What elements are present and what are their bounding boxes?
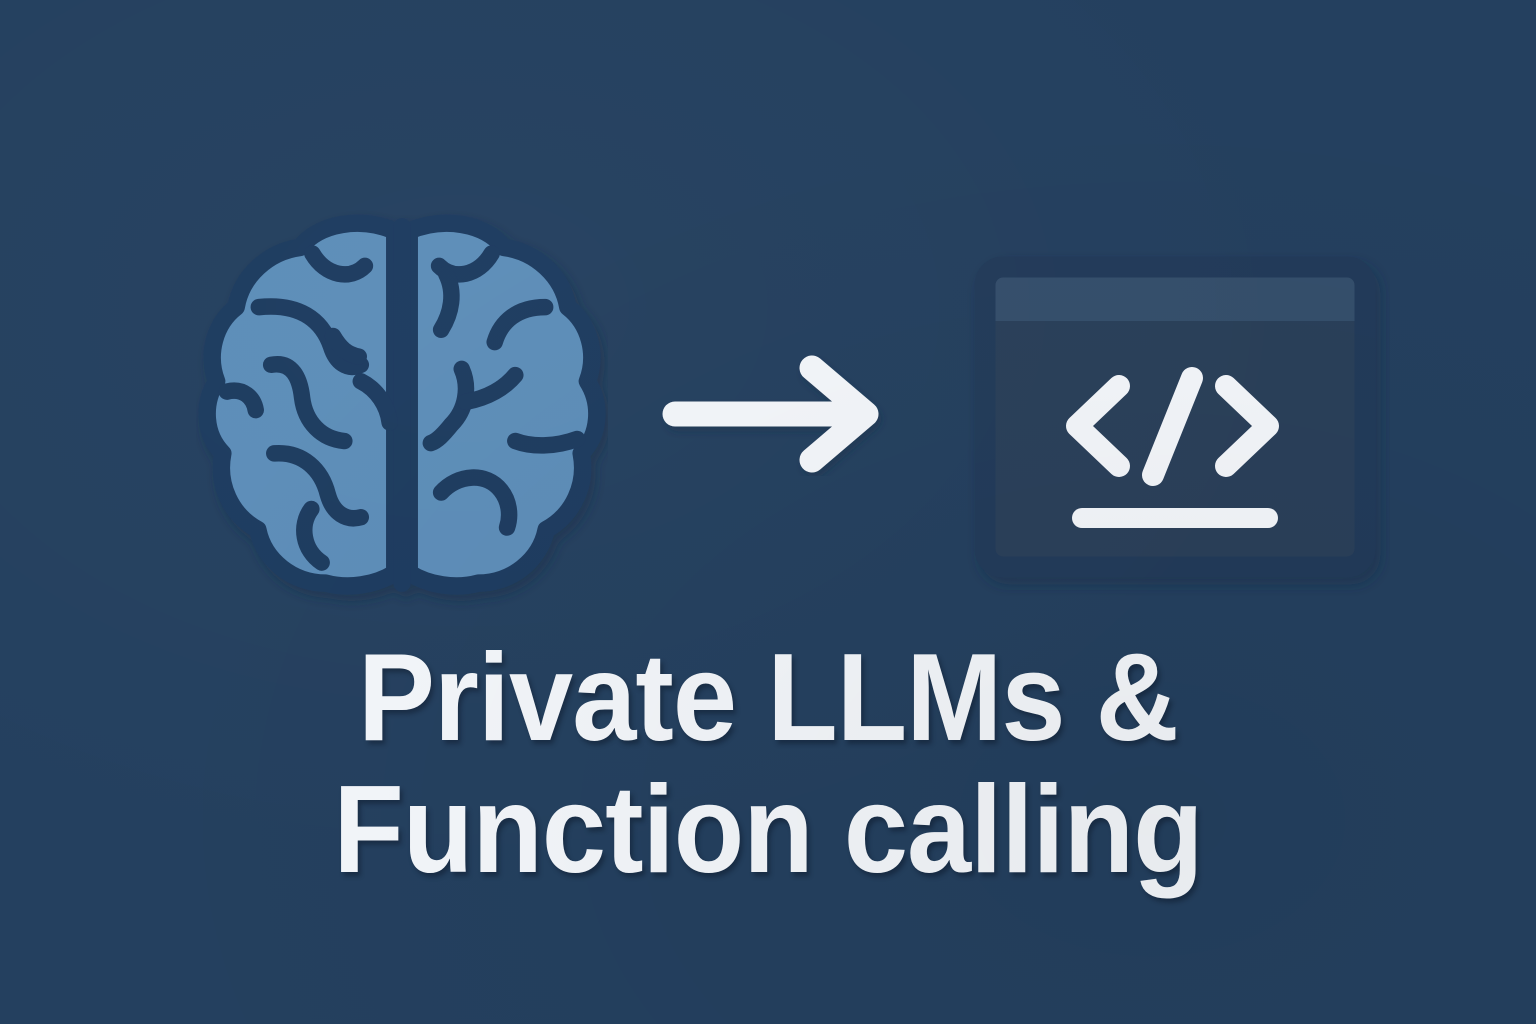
page-title: Private LLMs & Function calling xyxy=(0,632,1536,896)
code-window-icon xyxy=(960,246,1390,596)
title-line-1: Private LLMs & xyxy=(357,629,1179,767)
brain-icon xyxy=(196,200,608,612)
arrow-right-icon xyxy=(660,352,900,476)
title-line-2: Function calling xyxy=(333,761,1203,899)
